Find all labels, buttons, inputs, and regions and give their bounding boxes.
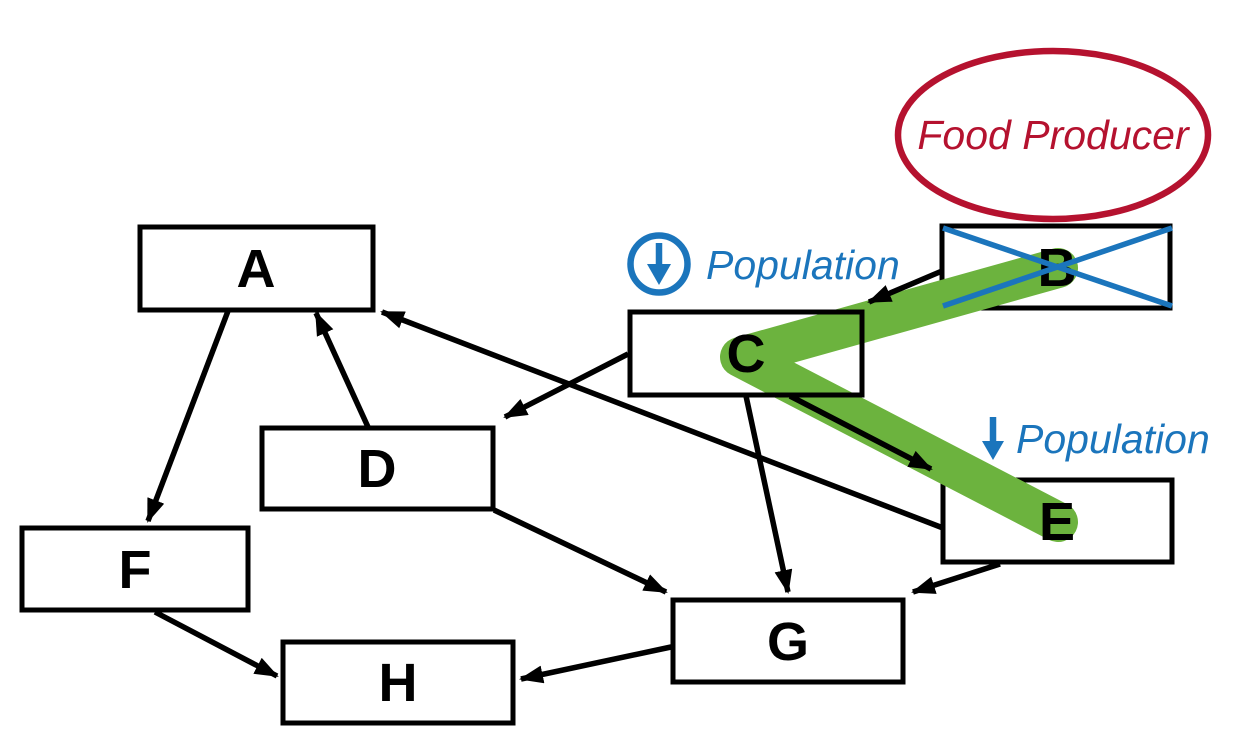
food-producer-callout: Food Producer	[894, 47, 1212, 223]
edge-D-G	[492, 507, 668, 595]
node-label-A: A	[237, 239, 276, 299]
node-label-E: E	[1039, 492, 1075, 552]
food-producer-label: Food Producer	[917, 112, 1191, 158]
food-producer-ellipse	[894, 47, 1212, 223]
population-annotation-E: Population	[982, 416, 1210, 462]
edge-E-G	[911, 561, 1001, 595]
edge-F-H	[153, 609, 279, 679]
node-box-G	[670, 597, 906, 685]
circled-down-arrow-icon	[627, 232, 691, 296]
node-label-G: G	[767, 612, 809, 672]
node-box-D	[259, 425, 496, 512]
down-arrow-head	[982, 441, 1004, 460]
highlighted-path-B-C-E	[720, 248, 1078, 542]
edge-C-E	[788, 393, 933, 472]
x-stroke-2	[942, 225, 1173, 309]
crossed-out-x-icon	[942, 225, 1173, 309]
edge-A-F	[145, 310, 231, 523]
node-label-C: C	[727, 324, 766, 384]
node-box-A	[137, 224, 376, 313]
node-labels: A B C D E F G H	[119, 238, 1077, 713]
down-arrow-head	[647, 264, 671, 285]
node-label-D: D	[358, 439, 397, 499]
population-label-C: Population	[706, 242, 900, 288]
edges	[145, 268, 1001, 684]
node-label-H: H	[379, 653, 418, 713]
edge-G-H	[519, 644, 672, 684]
edge-D-A	[313, 311, 371, 429]
node-box-H	[280, 639, 516, 726]
edge-B-C	[867, 268, 944, 305]
population-label-E: Population	[1016, 416, 1210, 462]
node-box-C-border	[627, 309, 865, 398]
node-box-F	[19, 525, 251, 613]
edge-E-A	[380, 309, 944, 531]
node-label-F: F	[119, 540, 152, 600]
edge-C-G	[743, 395, 793, 594]
population-annotation-C: Population	[627, 232, 900, 296]
